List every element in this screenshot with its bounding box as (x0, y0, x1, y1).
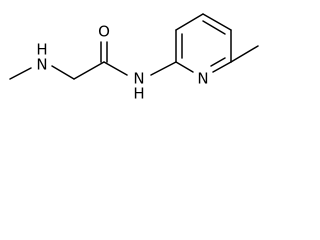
pyridine-n-label: N (197, 70, 208, 88)
bond-ring-c4-c5 (202, 13, 232, 31)
bond-ch2-carbonyl (73, 61, 105, 80)
bond-methyl-amine (9, 67, 32, 80)
bond-ring-c6-n (212, 61, 232, 73)
bond-ring-c6-n-inner (210, 57, 226, 67)
bond-carbonyl-amide-n (103, 61, 128, 76)
bond-ring-c3-c4 (175, 13, 204, 31)
amine-n-label: N (36, 56, 47, 74)
bond-amine-ch2 (51, 65, 75, 80)
bond-ring-n-c2 (175, 61, 194, 73)
bond-amide-n-ring (150, 61, 177, 76)
bond-ring-methyl (230, 45, 259, 63)
amine-h-label: H (36, 41, 47, 59)
atom-labels: N H O N H N (36, 23, 208, 103)
amide-n-label: N (133, 70, 144, 88)
carbonyl-o-label: O (98, 23, 110, 41)
bond-ring-c4-c5-inner (202, 20, 226, 35)
structure-diagram: N H O N H N (9, 13, 259, 103)
bond-group (9, 13, 259, 80)
amide-h-label: H (133, 85, 144, 103)
